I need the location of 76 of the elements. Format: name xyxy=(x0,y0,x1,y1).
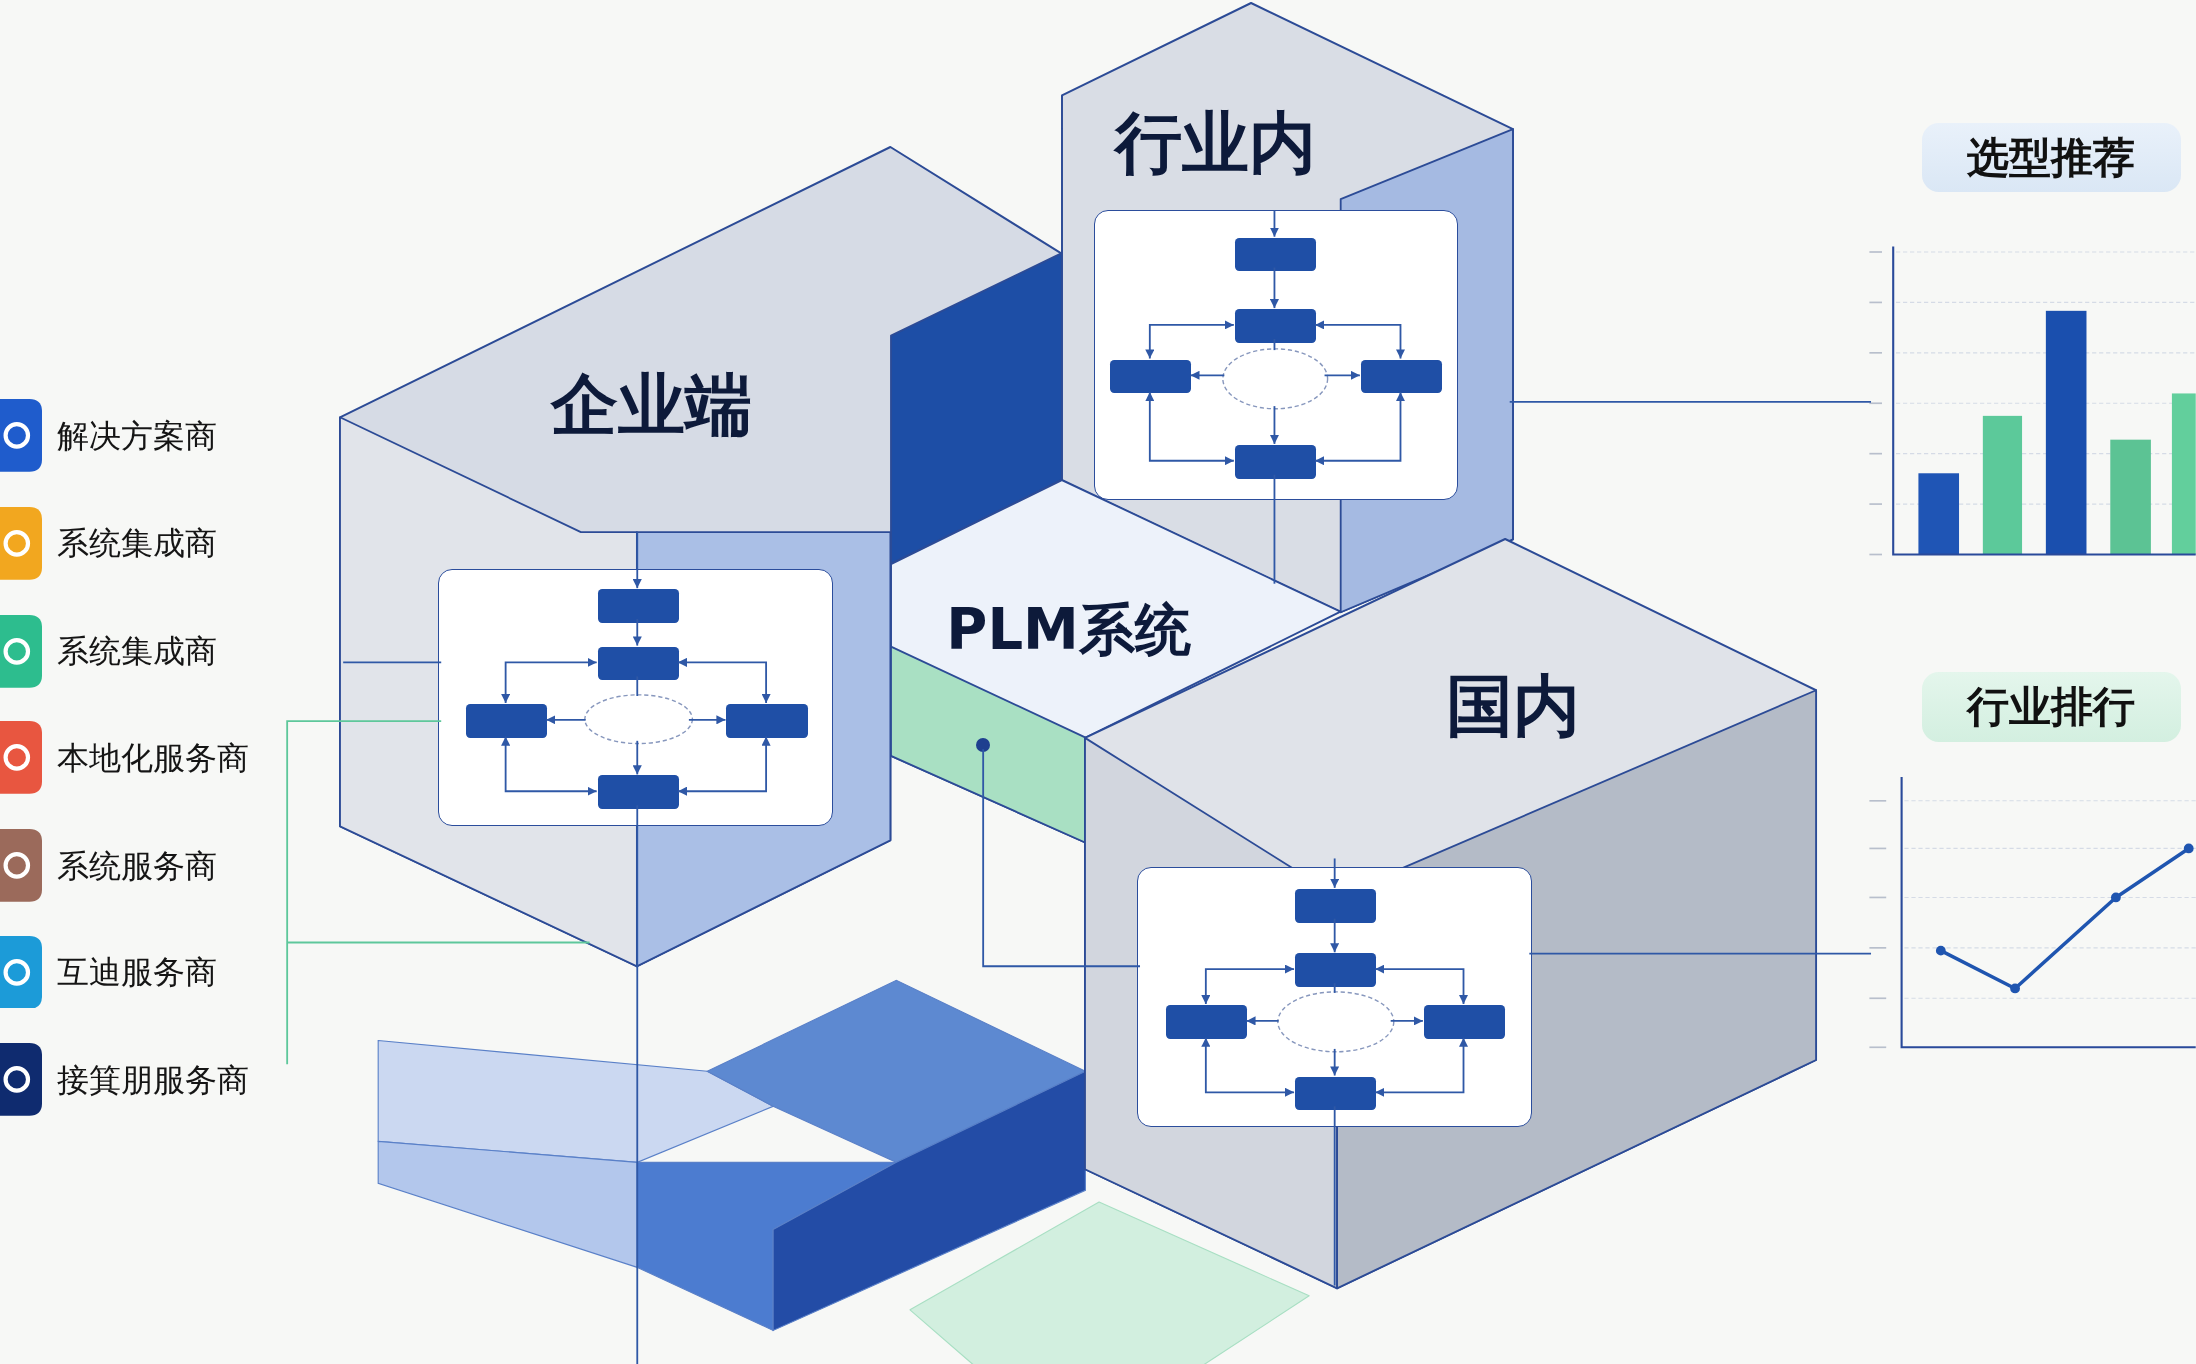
connector-line xyxy=(1273,338,1276,351)
dashed-ellipse xyxy=(1222,348,1329,410)
arrow xyxy=(1201,1036,1295,1097)
arrow xyxy=(1201,964,1295,1005)
connector-line xyxy=(1333,1105,1336,1287)
flowchart-panel xyxy=(1137,866,1533,1128)
process-box xyxy=(1295,1076,1377,1111)
arrow xyxy=(1269,266,1279,309)
process-box xyxy=(1234,237,1317,272)
process-box xyxy=(1295,953,1377,987)
floor-tile xyxy=(910,1201,1310,1364)
process-box xyxy=(1360,359,1443,394)
list-item-label: 互迪服务商 xyxy=(57,953,218,991)
arrow xyxy=(676,735,771,796)
arrow xyxy=(1330,857,1340,889)
block-title: 企业端 xyxy=(550,372,752,440)
connector-line xyxy=(1333,982,1336,994)
arrow xyxy=(1323,370,1361,380)
connector-line xyxy=(982,748,1141,968)
arrow xyxy=(687,715,727,725)
arrow xyxy=(1189,370,1226,380)
arrow xyxy=(676,657,771,704)
process-box xyxy=(597,646,679,681)
process-box xyxy=(1166,1005,1248,1039)
arrow xyxy=(1374,1036,1469,1097)
list-item-label: 解决方案商 xyxy=(57,417,218,454)
arrow xyxy=(1374,964,1469,1005)
arrow xyxy=(501,735,598,796)
list-item-label: 系统集成商 xyxy=(57,525,218,562)
arrow xyxy=(501,657,598,704)
arrow xyxy=(1330,917,1340,954)
arrow xyxy=(632,739,642,776)
flowchart-panel xyxy=(438,568,834,827)
connector-dot xyxy=(976,738,991,753)
arrow xyxy=(1145,320,1235,360)
process-box xyxy=(1423,1005,1506,1039)
arrow xyxy=(1245,1016,1280,1026)
block-title: 国内 xyxy=(1445,673,1580,741)
process-box xyxy=(597,589,679,623)
block-title: 行业内 xyxy=(1115,110,1317,178)
arrow xyxy=(1145,391,1235,466)
process-box xyxy=(1234,309,1317,343)
list-item-label: 系统集成商 xyxy=(57,633,218,670)
process-box xyxy=(1110,359,1192,394)
connector-line xyxy=(342,661,443,664)
arrow xyxy=(1389,1016,1424,1026)
arrow xyxy=(1269,209,1279,238)
connector-line xyxy=(1528,952,1872,955)
list-item-label: 系统服务商 xyxy=(57,847,218,884)
arrow xyxy=(1269,405,1279,445)
chart-title: 选型推荐 xyxy=(1921,123,2181,192)
arrow xyxy=(1314,320,1406,360)
connector-line xyxy=(1273,473,1276,585)
list-item-label: 接箕朋服务商 xyxy=(57,1061,250,1098)
connector-line xyxy=(1508,401,1872,403)
arrow xyxy=(1314,391,1406,466)
process-box xyxy=(1234,444,1317,479)
arrow xyxy=(632,618,642,647)
chart-title: 行业排行 xyxy=(1921,672,2181,743)
connector-line xyxy=(636,804,639,1364)
process-box xyxy=(597,775,679,810)
connector-line xyxy=(286,720,443,1066)
process-box xyxy=(726,704,808,738)
dashed-ellipse xyxy=(583,694,693,745)
arrow xyxy=(632,531,642,590)
flowchart-panel xyxy=(1093,210,1458,500)
arrow xyxy=(1330,1048,1340,1077)
connector-line xyxy=(636,675,639,697)
list-item-label: 本地化服务商 xyxy=(57,739,250,776)
process-box xyxy=(465,704,548,738)
block-face xyxy=(890,253,1062,565)
process-box xyxy=(1295,888,1377,923)
dashed-ellipse xyxy=(1276,991,1395,1053)
arrow xyxy=(545,715,587,725)
block-title: PLM系统 xyxy=(946,602,1191,659)
connector-line xyxy=(286,941,591,944)
